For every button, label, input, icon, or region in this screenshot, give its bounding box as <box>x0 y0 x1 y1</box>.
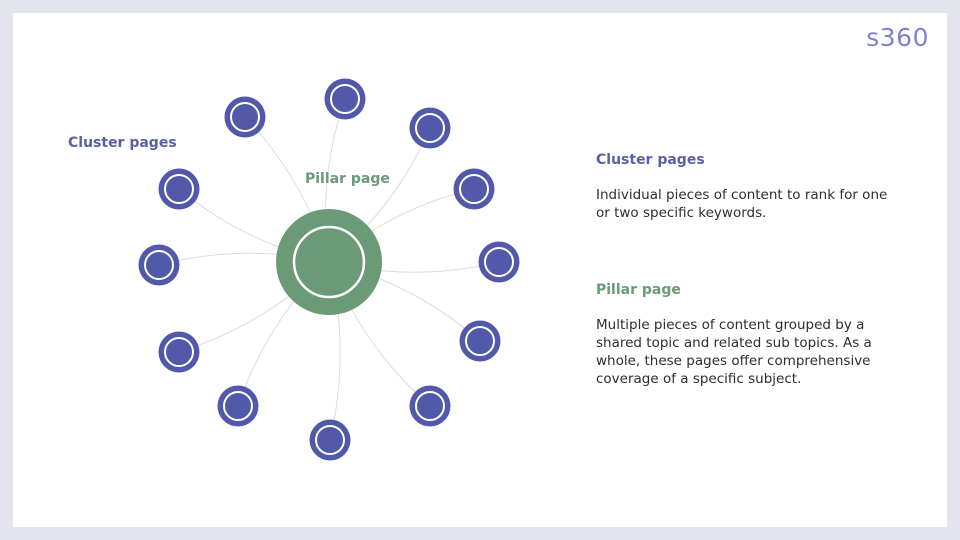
cluster-page-node <box>478 241 520 283</box>
cluster-pages-label: Cluster pages <box>68 135 177 151</box>
cluster-node-ring <box>315 425 345 455</box>
cluster-page-node <box>409 107 451 149</box>
cluster-page-node <box>459 320 501 362</box>
cluster-node-ring <box>484 247 514 277</box>
cluster-node-ring <box>223 391 253 421</box>
cluster-page-node <box>409 385 451 427</box>
pillar-node-ring <box>292 225 366 299</box>
pillar-page-description: Multiple pieces of content grouped by a … <box>596 317 872 387</box>
cluster-page-node <box>224 96 266 138</box>
pillar-page-heading: Pillar page <box>596 282 681 298</box>
cluster-node-ring <box>164 174 194 204</box>
cluster-page-node <box>158 331 200 373</box>
cluster-pages-description: Individual pieces of content to rank for… <box>596 187 888 221</box>
cluster-node-ring <box>415 113 445 143</box>
cluster-pages-section: Cluster pages Individual pieces of conte… <box>596 152 896 222</box>
cluster-node-ring <box>144 250 174 280</box>
pillar-page-label: Pillar page <box>305 171 390 187</box>
cluster-page-node <box>309 419 351 461</box>
cluster-node-ring <box>164 337 194 367</box>
cluster-node-ring <box>230 102 260 132</box>
pillar-page-section: Pillar page Multiple pieces of content g… <box>596 282 896 388</box>
cluster-page-node <box>453 168 495 210</box>
cluster-node-ring <box>330 84 360 114</box>
s360-logo: s360 <box>866 23 929 52</box>
cluster-page-node <box>324 78 366 120</box>
cluster-node-ring <box>465 326 495 356</box>
pillar-node <box>276 209 382 315</box>
cluster-pages-heading: Cluster pages <box>596 152 705 168</box>
cluster-node-ring <box>459 174 489 204</box>
cluster-page-node <box>217 385 259 427</box>
cluster-node-ring <box>415 391 445 421</box>
cluster-page-node <box>158 168 200 210</box>
pillar-cluster-diagram <box>138 78 520 461</box>
cluster-nodes <box>138 78 520 461</box>
cluster-page-node <box>138 244 180 286</box>
slide: s360 Cluster pages Pillar page Cluster p… <box>13 13 947 527</box>
